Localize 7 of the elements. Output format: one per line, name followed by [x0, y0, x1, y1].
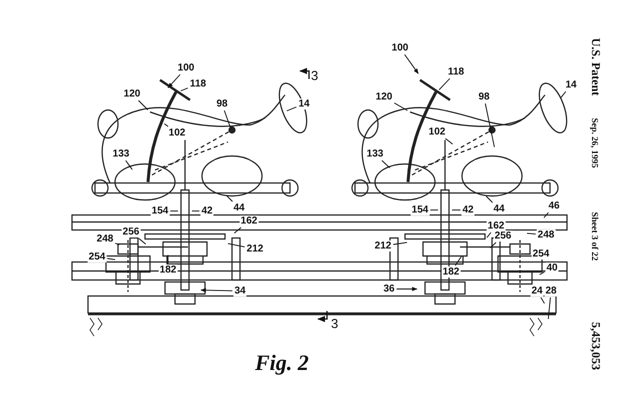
section-number: 3	[311, 68, 318, 83]
sheet-number: Sheet 3 of 22	[590, 212, 600, 261]
figure-caption: Fig. 2	[255, 350, 309, 376]
patent-office-header: U.S. Patent	[588, 38, 603, 96]
section-number: 3	[331, 316, 338, 331]
patent-number: 5,453,053	[588, 322, 603, 370]
patent-date: Sep. 26, 1995	[590, 118, 600, 168]
